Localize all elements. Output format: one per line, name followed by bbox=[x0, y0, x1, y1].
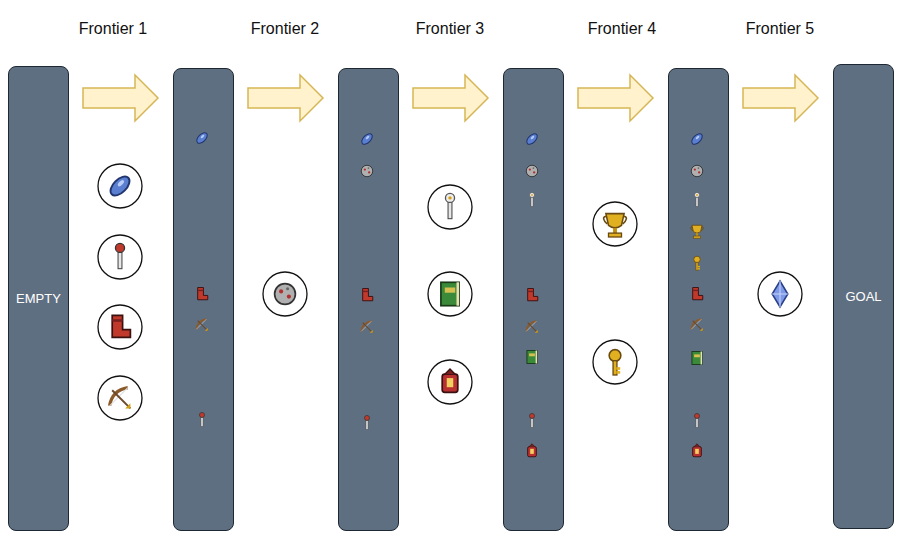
item-circle bbox=[263, 272, 307, 316]
node-texts: EMPTY bbox=[16, 291, 61, 306]
item-circle bbox=[98, 376, 142, 420]
item-icon bbox=[364, 415, 369, 429]
item-circle bbox=[593, 202, 637, 246]
item-icon bbox=[526, 321, 538, 333]
node-texts: GOAL bbox=[845, 289, 881, 304]
item-icon bbox=[195, 131, 209, 145]
inventory-bar: GOAL bbox=[833, 64, 894, 529]
item-icon bbox=[198, 288, 208, 300]
item-icon bbox=[361, 165, 373, 177]
block-arrow bbox=[83, 75, 158, 121]
item-icon bbox=[690, 132, 704, 146]
item-icon bbox=[693, 444, 702, 457]
item-icon bbox=[525, 132, 539, 146]
item-icon bbox=[691, 225, 704, 238]
item-circle bbox=[428, 185, 472, 229]
frontier-label: Frontier 3 bbox=[416, 20, 484, 38]
block-arrow bbox=[413, 75, 488, 121]
item-circle bbox=[98, 164, 142, 208]
item-icon bbox=[691, 165, 703, 177]
item-circle bbox=[428, 272, 472, 316]
item-icon bbox=[694, 192, 699, 206]
item-circle bbox=[593, 340, 637, 384]
item-icon bbox=[526, 165, 538, 177]
item-icon bbox=[363, 289, 373, 301]
item-icon bbox=[692, 352, 702, 365]
block-arrow bbox=[248, 75, 323, 121]
item-icon bbox=[528, 444, 537, 457]
item-icon bbox=[199, 412, 204, 426]
item-icon bbox=[693, 288, 703, 300]
frontier-label: Frontier 4 bbox=[588, 20, 656, 38]
item-icon bbox=[360, 132, 374, 146]
frontier-label: Frontier 1 bbox=[79, 20, 147, 38]
frontier-label: Frontier 5 bbox=[746, 20, 814, 38]
item-icon bbox=[691, 319, 703, 331]
item-circle bbox=[98, 235, 142, 279]
item-icon bbox=[361, 321, 373, 333]
item-circle bbox=[758, 272, 802, 316]
item-icon bbox=[529, 413, 534, 427]
item-icon bbox=[529, 192, 534, 206]
item-icon bbox=[196, 319, 208, 331]
bar-label: GOAL bbox=[845, 289, 881, 304]
item-icon bbox=[694, 256, 700, 270]
item-circle bbox=[428, 360, 472, 404]
frontier-label: Frontier 2 bbox=[251, 20, 319, 38]
block-arrow bbox=[578, 75, 653, 121]
item-icon bbox=[527, 351, 537, 364]
inventory-bar: EMPTY bbox=[8, 66, 69, 531]
bar-label: EMPTY bbox=[16, 291, 61, 306]
item-icon bbox=[528, 289, 538, 301]
item-icon bbox=[694, 413, 699, 427]
block-arrow bbox=[743, 75, 818, 121]
item-circle bbox=[98, 305, 142, 349]
